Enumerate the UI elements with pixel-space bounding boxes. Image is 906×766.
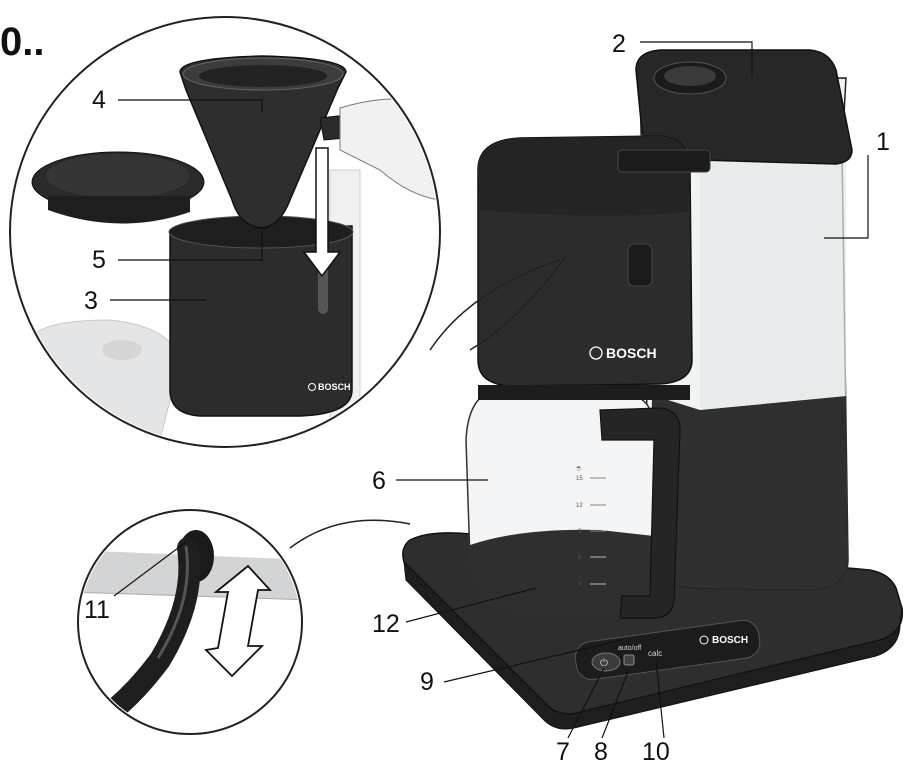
auto-off-label: auto/off bbox=[618, 645, 641, 652]
scale-tick-6: 6 bbox=[578, 555, 582, 561]
scale-tick-15: 15 bbox=[576, 476, 583, 482]
scale-tick-9: 9 bbox=[578, 529, 582, 535]
power-cable bbox=[89, 537, 201, 731]
insert-arrow-icon bbox=[302, 147, 342, 278]
water-tank bbox=[635, 49, 853, 591]
detail-circle-cable bbox=[77, 509, 411, 735]
power-button[interactable]: ⏻ bbox=[591, 652, 621, 672]
filter-cone bbox=[179, 55, 347, 229]
control-panel-details: ⏻ auto/off calc BOSCH bbox=[591, 635, 748, 672]
jug-cup-icon: ☕ bbox=[575, 464, 583, 472]
housing-logo-mark-icon bbox=[589, 346, 603, 360]
holder-brand-logo: BOSCH bbox=[318, 382, 351, 392]
callout-6: 6 bbox=[372, 467, 386, 495]
callout-8: 8 bbox=[594, 738, 608, 766]
scale-tick-12: 12 bbox=[576, 503, 583, 509]
section-heading: 0.. bbox=[0, 20, 45, 64]
cable-storage-arrow-icon bbox=[204, 564, 273, 678]
filter-housing: BOSCH bbox=[477, 135, 711, 400]
glass-jug: ☕ 15 12 9 6 3 bbox=[465, 391, 681, 619]
callout-9: 9 bbox=[420, 668, 434, 696]
callout-3: 3 bbox=[84, 287, 98, 315]
callout-numbers: 1 2 3 4 5 6 7 8 9 10 11 12 bbox=[84, 30, 890, 766]
base-brand-logo: BOSCH bbox=[712, 635, 748, 646]
base-logo-mark-icon bbox=[699, 635, 709, 645]
scale-tick-3: 3 bbox=[578, 582, 582, 588]
callout-leaders bbox=[110, 41, 869, 739]
holder-logo-mark-icon bbox=[308, 383, 316, 391]
housing-brand-logo: BOSCH bbox=[606, 345, 657, 361]
callout-7: 7 bbox=[556, 738, 570, 766]
detail-circle-filter: BOSCH bbox=[9, 16, 567, 448]
aroma-button[interactable] bbox=[623, 654, 635, 666]
jug-scale: ☕ 15 12 9 6 3 bbox=[575, 464, 606, 588]
callout-5: 5 bbox=[92, 246, 106, 274]
callout-2: 2 bbox=[612, 30, 626, 58]
callout-4: 4 bbox=[92, 86, 106, 114]
callout-11: 11 bbox=[84, 596, 110, 624]
control-panel bbox=[574, 619, 761, 681]
power-icon: ⏻ bbox=[600, 658, 608, 669]
jug-handle[interactable] bbox=[599, 407, 681, 619]
callout-1: 1 bbox=[876, 128, 890, 156]
calc-label: calc bbox=[648, 649, 662, 658]
callout-12: 12 bbox=[372, 610, 400, 638]
callout-10: 10 bbox=[642, 738, 670, 766]
